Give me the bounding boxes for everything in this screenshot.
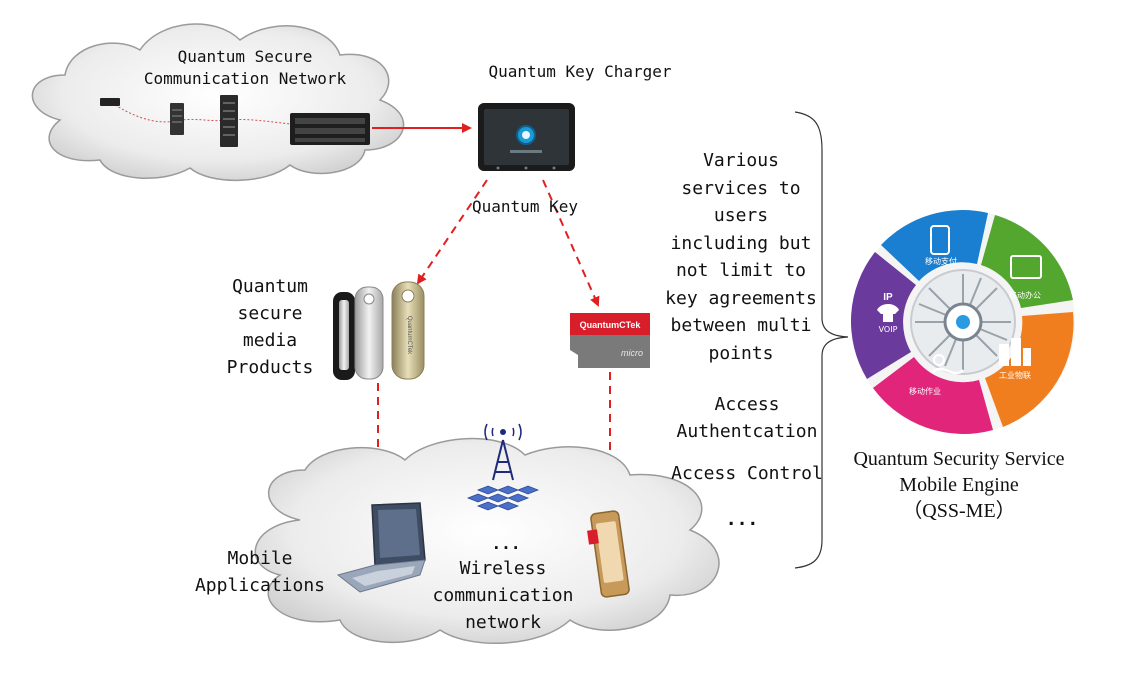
wheel-segment-office bbox=[981, 215, 1073, 308]
field-ops-icon bbox=[932, 367, 964, 375]
wheel-label-field-ops: 移动作业 bbox=[909, 386, 941, 396]
label-ellipsis-right: ... bbox=[725, 509, 759, 530]
qss-me-wheel: IP 移动支付 移动办公 工业物联 移动作业 VOIP bbox=[850, 210, 1075, 434]
voip-phone-icon: IP bbox=[877, 292, 899, 322]
micro-sd-card: QuantumCTek micro bbox=[570, 313, 650, 368]
label-mobile-apps: Mobile Applications bbox=[194, 548, 326, 596]
laptop-icon bbox=[336, 502, 426, 593]
arrow-charger-to-sdcard bbox=[542, 179, 600, 307]
tower-server-icon bbox=[170, 103, 184, 135]
usb-silver-icon bbox=[354, 286, 384, 380]
small-router-icon bbox=[100, 98, 120, 106]
sd-card-logo: micro bbox=[621, 348, 643, 358]
iiot-icon bbox=[999, 338, 1031, 366]
rack-server-icon bbox=[220, 95, 238, 147]
wheel-label-office: 移动办公 bbox=[1009, 290, 1041, 300]
right-brace bbox=[794, 111, 849, 569]
label-quantum-key: Quantum Key bbox=[472, 197, 578, 216]
label-services: Various services to users including but … bbox=[665, 150, 817, 364]
wheel-segment-iiot bbox=[985, 312, 1074, 427]
label-secure-media: Quantum secure media Products bbox=[226, 276, 314, 378]
arrow-charger-to-media bbox=[416, 179, 488, 285]
label-secure-network: Quantum Secure Communication Network bbox=[143, 47, 347, 88]
usb-gold-icon bbox=[391, 281, 425, 380]
sd-card-brand: QuantumCTek bbox=[580, 320, 642, 330]
network-link-line bbox=[114, 104, 301, 126]
svg-text:IP: IP bbox=[883, 292, 893, 303]
mobile-payment-icon bbox=[930, 225, 950, 255]
wheel-label-iiot: 工业物联 bbox=[999, 370, 1031, 380]
smartphone-icon bbox=[587, 510, 630, 598]
quantum-key-charger-device bbox=[478, 103, 575, 171]
label-access-control: Access Control bbox=[671, 463, 823, 484]
label-ellipsis-mid: ... bbox=[491, 534, 521, 553]
network-devices bbox=[100, 95, 370, 147]
label-qss-me: Quantum Security Service Mobile Engine （… bbox=[853, 448, 1065, 522]
cell-tower-icon bbox=[466, 423, 540, 511]
wheel-label-voip: VOIP bbox=[879, 325, 898, 334]
label-access-auth: Access Authentcation bbox=[676, 394, 818, 442]
wheel-segment-payment bbox=[881, 210, 988, 281]
label-key-charger: Quantum Key Charger bbox=[488, 62, 672, 81]
usb-brand-text: QuantumCTek bbox=[406, 316, 412, 355]
wheel-label-payment: 移动支付 bbox=[925, 256, 957, 266]
usb-media-devices: QuantumCTek bbox=[333, 281, 425, 380]
mobile-office-icon bbox=[1010, 255, 1042, 279]
wheel-segment-field-ops bbox=[873, 357, 993, 434]
label-wireless: Wireless communication network bbox=[432, 558, 574, 633]
